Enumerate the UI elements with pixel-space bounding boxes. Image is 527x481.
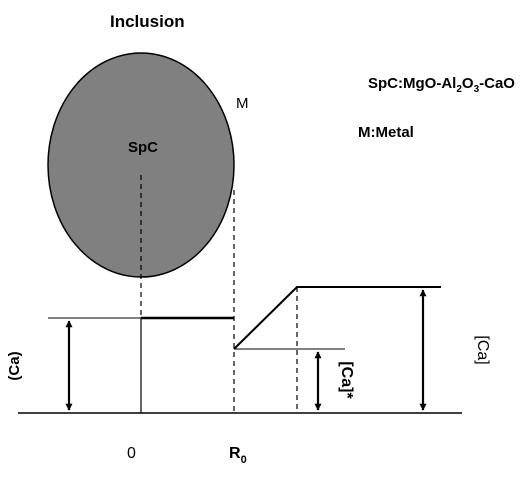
interface-ca-label: [Ca]* [338, 361, 355, 399]
sphere-label: SpC [128, 139, 158, 156]
bulk-ca-label: [Ca] [474, 335, 491, 364]
inclusion-sphere [47, 52, 235, 278]
radius-label: R0 [229, 445, 247, 466]
legend-metal: M:Metal [358, 124, 414, 141]
legend-spc: SpC:MgO-Al2O3-CaO [368, 75, 515, 95]
diagram-title: Inclusion [110, 12, 185, 31]
inclusion-ca-label: (Ca) [6, 351, 23, 380]
origin-label: 0 [127, 445, 136, 462]
metal-marker-label: M [236, 95, 249, 112]
metal-concentration-profile [233, 286, 441, 350]
